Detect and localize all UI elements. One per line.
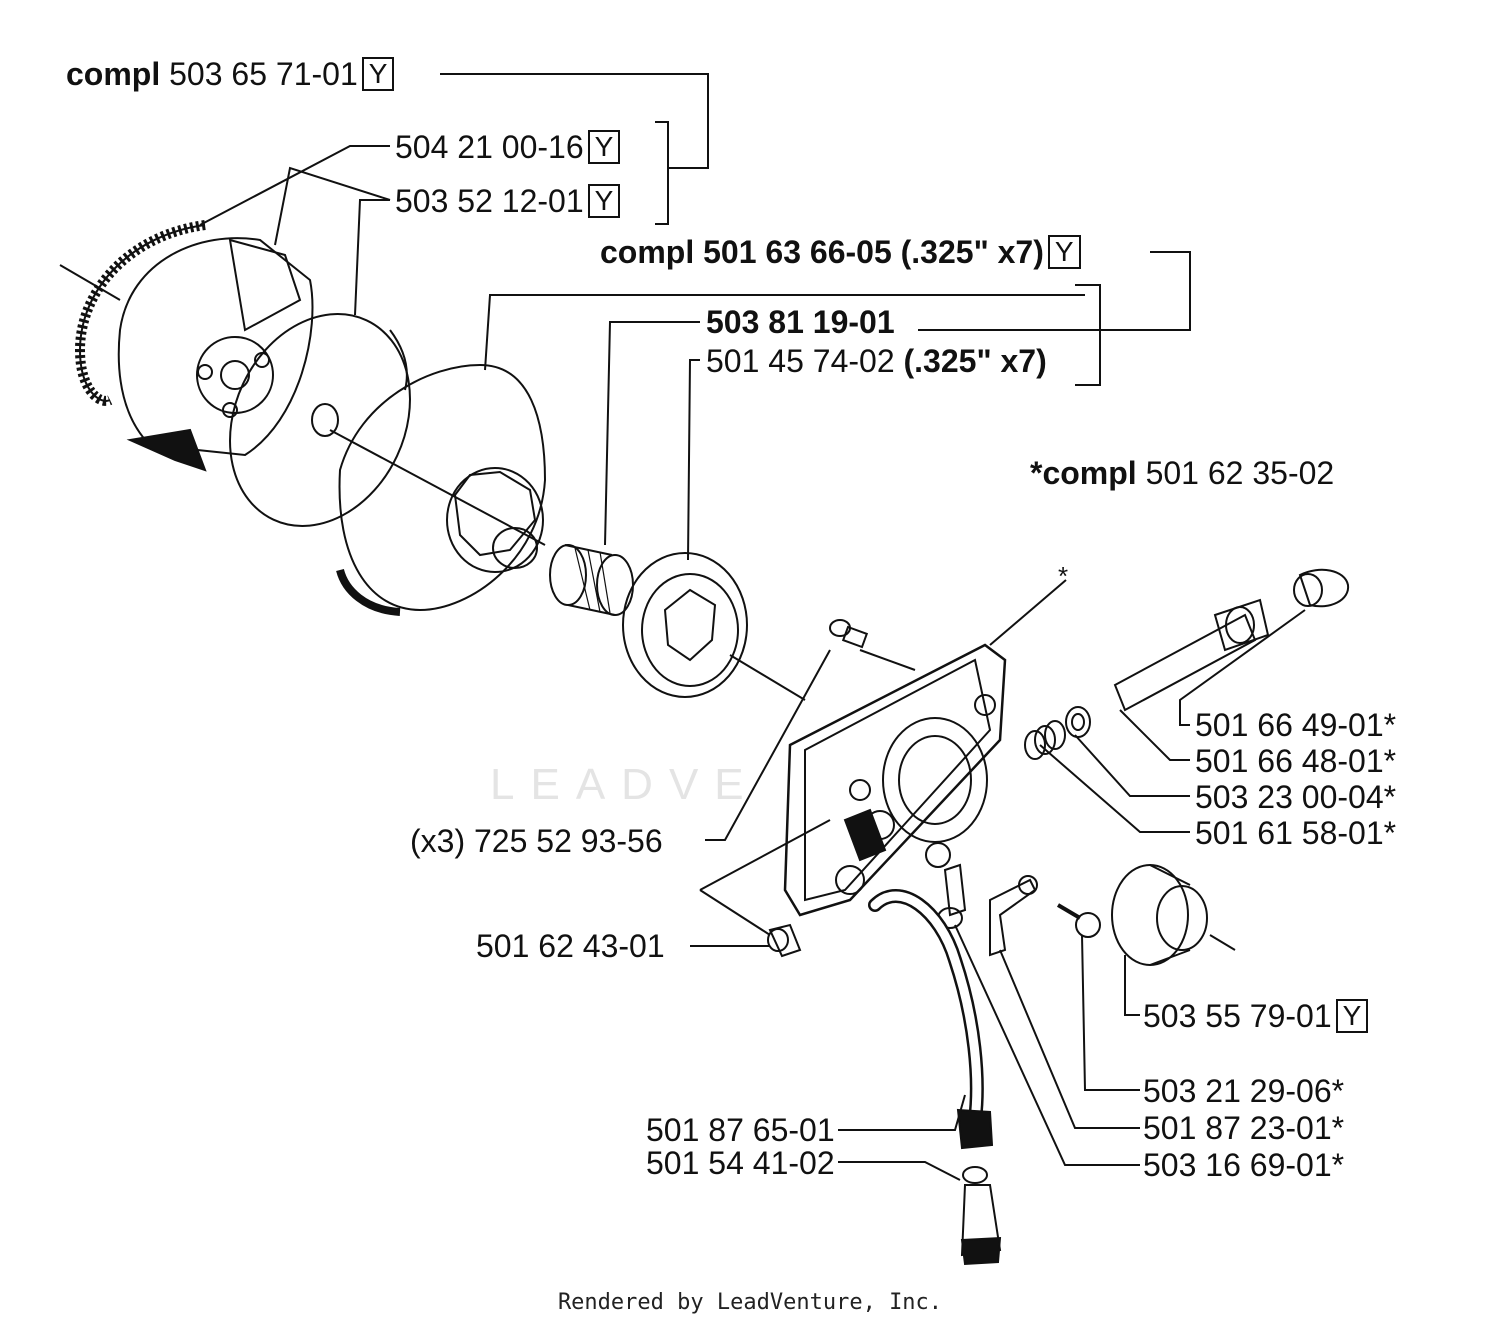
- kit-mark-badge: Y: [587, 130, 621, 164]
- part-number: 501 63 66-05 (.325" x7): [703, 234, 1044, 270]
- label-screws[interactable]: (x3) 725 52 93-56: [410, 823, 663, 859]
- rim-sprocket-part: [622, 552, 748, 698]
- label-p3[interactable]: 503 23 00-04*: [1195, 779, 1397, 815]
- label-p4[interactable]: 501 61 58-01*: [1195, 815, 1397, 851]
- label-p5[interactable]: 503 21 29-06*: [1143, 1073, 1345, 1109]
- leader-lines: [59, 73, 1306, 1181]
- asterisk-marker: *: [1058, 561, 1069, 591]
- washer-disc-part: [229, 313, 411, 527]
- compl-prefix: compl: [66, 56, 161, 92]
- part-number: 501 45 74-02: [706, 343, 895, 379]
- label-p6[interactable]: 501 87 23-01*: [1143, 1110, 1345, 1146]
- small-screw-part: [1056, 903, 1101, 938]
- label-compl-pump[interactable]: *compl 501 62 35-02: [1030, 455, 1334, 491]
- compl-prefix: *compl: [1030, 455, 1137, 491]
- nut-part: [767, 923, 802, 958]
- clamp-part: [989, 875, 1038, 957]
- label-hose[interactable]: 501 87 65-01: [646, 1112, 835, 1148]
- clutch-shoe-part: [117, 237, 314, 472]
- part-number: 504 21 00-16: [395, 129, 584, 165]
- label-nut[interactable]: 501 62 43-01: [476, 928, 665, 964]
- part-number: 503 65 71-01: [169, 56, 358, 92]
- oil-pump-housing-part: [783, 643, 1007, 917]
- part-number: 503 52 12-01: [395, 183, 584, 219]
- label-p7[interactable]: 503 16 69-01*: [1143, 1147, 1345, 1183]
- watermark-text: LEADVE: [490, 760, 760, 809]
- kit-mark-badge: Y: [587, 184, 621, 218]
- rim-spec: (.325" x7): [903, 343, 1047, 379]
- needle-bearing-part: [549, 544, 634, 616]
- oil-hose-part: [868, 889, 994, 1150]
- kit-mark-badge: Y: [1335, 999, 1369, 1033]
- part-number: 501 62 35-02: [1145, 455, 1335, 491]
- pump-shaft-part: [1113, 568, 1350, 712]
- footer-credit: Rendered by LeadVenture, Inc.: [557, 1290, 943, 1315]
- pump-spring-part: [1024, 706, 1091, 760]
- screw-part: [829, 619, 869, 649]
- label-p2[interactable]: 501 66 48-01*: [1195, 743, 1397, 779]
- label-bearing[interactable]: 503 81 19-01: [706, 304, 895, 340]
- pump-cap-part: [1111, 864, 1236, 966]
- label-compl-drum[interactable]: compl 501 63 66-05 (.325" x7)Y: [600, 234, 1081, 270]
- oil-filter-part: [960, 1166, 1002, 1266]
- clutch-drum-part: [336, 363, 547, 616]
- kit-mark-badge: Y: [1047, 235, 1081, 269]
- part-number: 503 55 79-01: [1143, 998, 1332, 1034]
- label-p1[interactable]: 501 66 49-01*: [1195, 707, 1397, 743]
- label-rim[interactable]: 501 45 74-02 (.325" x7): [706, 343, 1047, 379]
- kit-mark-badge: Y: [361, 57, 395, 91]
- compl-prefix: compl: [600, 234, 695, 270]
- label-filter[interactable]: 501 54 41-02: [646, 1145, 835, 1181]
- clutch-spring-part: [74, 220, 206, 406]
